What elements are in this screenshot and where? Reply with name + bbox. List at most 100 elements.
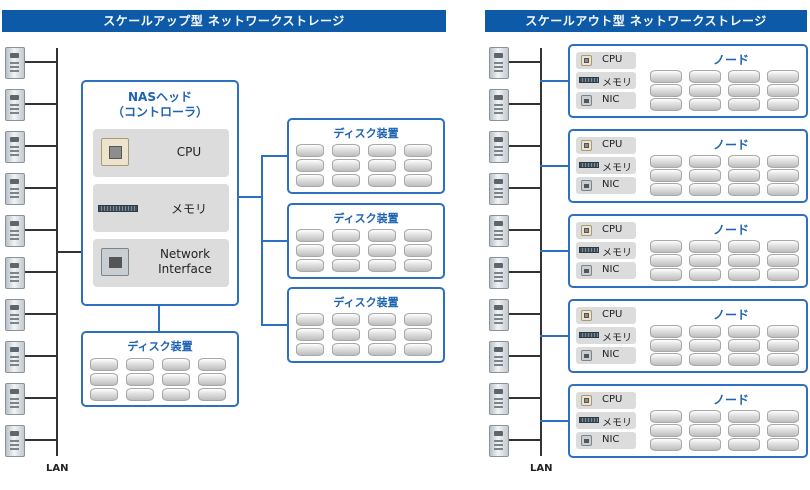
disk-icon bbox=[332, 174, 360, 187]
server-icon bbox=[5, 425, 25, 457]
disk-icon bbox=[368, 328, 396, 341]
server-icon bbox=[489, 383, 509, 415]
right-server-connector bbox=[509, 271, 540, 273]
network-port-icon bbox=[581, 350, 592, 361]
node-nic-label: NIC bbox=[602, 179, 620, 190]
left-server-connector bbox=[25, 313, 56, 315]
disk-icon bbox=[767, 424, 799, 437]
disk-icon bbox=[650, 325, 682, 338]
right-lan-label: LAN bbox=[530, 463, 553, 474]
disk-icon bbox=[162, 358, 190, 371]
network-interface-component: Network Interface bbox=[93, 239, 229, 287]
server-icon bbox=[489, 299, 509, 331]
external-disk-box-1: ディスク装置 bbox=[287, 118, 445, 194]
disk-icon bbox=[728, 169, 760, 182]
node-cpu-component: CPU bbox=[576, 307, 636, 324]
disk-icon bbox=[689, 353, 721, 366]
nas-head-title: NASヘッド （コントローラ） bbox=[83, 90, 237, 120]
disk-icon bbox=[689, 155, 721, 168]
external-disk-title: ディスク装置 bbox=[333, 296, 399, 309]
network-port-icon bbox=[581, 265, 592, 276]
disk-icon bbox=[689, 70, 721, 83]
disk-icon bbox=[650, 410, 682, 423]
left-server-connector bbox=[25, 355, 56, 357]
disk-icon bbox=[767, 169, 799, 182]
server-icon bbox=[5, 131, 25, 163]
disk-icon bbox=[689, 410, 721, 423]
node-connector bbox=[540, 165, 569, 167]
external-disk-title: ディスク装置 bbox=[333, 212, 399, 225]
disk-icon bbox=[767, 410, 799, 423]
server-icon bbox=[5, 215, 25, 247]
memory-module-icon bbox=[98, 205, 138, 212]
right-server-connector bbox=[509, 313, 540, 315]
server-icon bbox=[489, 425, 509, 457]
server-icon bbox=[5, 89, 25, 121]
cpu-chip-icon bbox=[101, 138, 129, 166]
disk-icon bbox=[198, 373, 226, 386]
node-memory-component: メモリ bbox=[576, 242, 636, 259]
disk-icon bbox=[296, 144, 324, 157]
disk-icon bbox=[650, 240, 682, 253]
right-server-connector bbox=[509, 103, 540, 105]
disk-icon bbox=[650, 424, 682, 437]
network-interface-label-line1: Network bbox=[159, 247, 211, 261]
disk-icon bbox=[90, 373, 118, 386]
disk-icon bbox=[767, 325, 799, 338]
server-icon bbox=[489, 47, 509, 79]
node-box: CPU メモリ NIC ノード bbox=[568, 44, 808, 118]
disk-icon bbox=[650, 268, 682, 281]
right-lan-line bbox=[540, 48, 542, 456]
head-to-internal-disk-connector bbox=[158, 306, 160, 332]
disk-icon bbox=[368, 343, 396, 356]
memory-module-icon bbox=[579, 417, 599, 423]
disk-icon bbox=[404, 313, 432, 326]
disk-icon bbox=[368, 229, 396, 242]
node-nic-component: NIC bbox=[576, 177, 636, 194]
disk-icon bbox=[650, 98, 682, 111]
disk-icon bbox=[767, 84, 799, 97]
disk-icon bbox=[767, 254, 799, 267]
disk-icon bbox=[689, 169, 721, 182]
server-icon bbox=[489, 215, 509, 247]
disk-icon bbox=[404, 174, 432, 187]
node-nic-label: NIC bbox=[602, 349, 620, 360]
disk-icon bbox=[368, 144, 396, 157]
disk-icon bbox=[198, 358, 226, 371]
node-title: ノード bbox=[712, 308, 749, 322]
node-cpu-component: CPU bbox=[576, 222, 636, 239]
left-server-connector bbox=[25, 145, 56, 147]
external-disk-2-connector bbox=[261, 240, 288, 242]
disk-icon bbox=[404, 259, 432, 272]
disk-icon bbox=[689, 254, 721, 267]
head-to-external-connector bbox=[239, 196, 261, 198]
disk-icon bbox=[650, 438, 682, 451]
server-icon bbox=[5, 383, 25, 415]
node-memory-component: メモリ bbox=[576, 412, 636, 429]
disk-icon bbox=[162, 388, 190, 401]
network-interface-label-line2: Interface bbox=[158, 262, 212, 276]
disk-icon bbox=[728, 438, 760, 451]
disk-icon bbox=[767, 70, 799, 83]
nas-head-title-line1: NASヘッド bbox=[128, 90, 192, 104]
scale-out-title-banner: スケールアウト型 ネットワークストレージ bbox=[485, 10, 807, 32]
disk-icon bbox=[404, 159, 432, 172]
disk-icon bbox=[650, 254, 682, 267]
server-icon bbox=[489, 257, 509, 289]
network-interface-label: Network Interface bbox=[141, 247, 229, 277]
network-port-icon bbox=[581, 180, 592, 191]
left-server-connector bbox=[25, 229, 56, 231]
disk-icon bbox=[728, 424, 760, 437]
node-title: ノード bbox=[712, 53, 749, 67]
nas-head-title-line2: （コントローラ） bbox=[111, 105, 208, 119]
disk-icon bbox=[404, 229, 432, 242]
disk-icon bbox=[404, 328, 432, 341]
node-cpu-label: CPU bbox=[602, 224, 623, 235]
disk-icon bbox=[650, 84, 682, 97]
disk-icon bbox=[404, 244, 432, 257]
disk-icon bbox=[126, 388, 154, 401]
disk-icon bbox=[650, 70, 682, 83]
disk-icon bbox=[650, 169, 682, 182]
disk-icon bbox=[689, 240, 721, 253]
disk-icon bbox=[368, 259, 396, 272]
